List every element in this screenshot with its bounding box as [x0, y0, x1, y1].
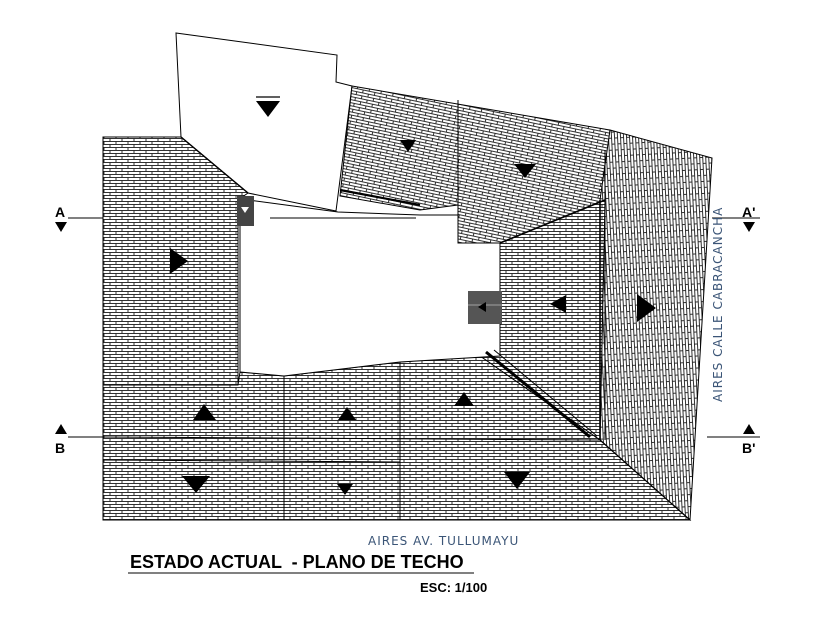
slope-arrow-icon: [182, 476, 210, 493]
slope-arrow-icon: [338, 407, 356, 420]
section-label-a: A: [55, 204, 65, 220]
section-label-b: B: [55, 440, 65, 456]
slope-arrow-icon: [256, 96, 280, 117]
slope-arrow-icon: [400, 140, 416, 152]
slope-arrow-icon: [514, 164, 536, 178]
section-marker-icon: B': [742, 424, 755, 456]
street-label-right: AIRES CALLE CABRACANCHA: [711, 207, 725, 402]
drawing-title: ESTADO ACTUAL - PLANO DE TECHO: [130, 552, 464, 572]
street-label-bottom: AIRES AV. TULLUMAYU: [368, 534, 519, 548]
slope-arrow-icon: [637, 294, 656, 322]
slope-arrow-icon: [454, 392, 474, 406]
section-marker-icon: A': [742, 204, 755, 232]
slope-arrow-icon: [337, 484, 353, 495]
section-marker-icon: B: [55, 424, 67, 456]
section-marker-icon: A: [55, 204, 67, 232]
slope-arrow-icon: [550, 295, 566, 313]
slope-arrow-icon: [504, 472, 530, 489]
section-label-b-prime: B': [742, 440, 755, 456]
slope-arrow-icon: [170, 248, 188, 274]
drawing-scale: ESC: 1/100: [420, 580, 487, 595]
section-label-a-prime: A': [742, 204, 755, 220]
slope-arrow-icon: [193, 404, 216, 420]
